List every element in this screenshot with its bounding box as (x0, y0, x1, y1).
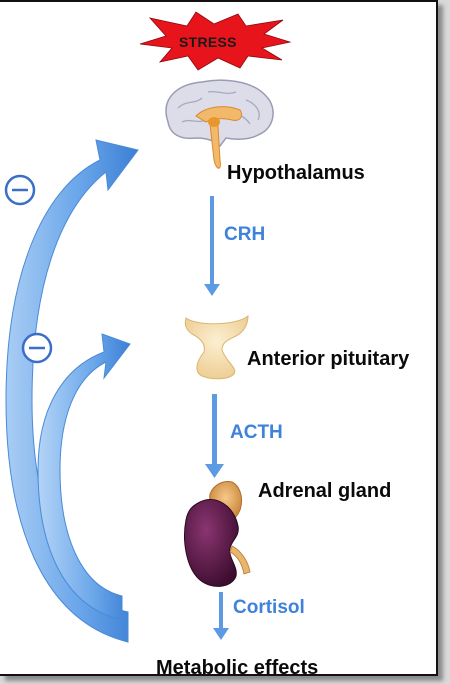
stress-label: STRESS (179, 34, 237, 50)
cortisol-label: Cortisol (233, 597, 305, 618)
crh-arrow (204, 196, 220, 296)
crh-label: CRH (224, 224, 266, 245)
feedback-arrow-to-pituitary (37, 333, 131, 621)
kidney-icon (184, 499, 251, 587)
acth-label: ACTH (230, 422, 283, 443)
acth-arrow (205, 394, 224, 478)
hypothalamus-label: Hypothalamus (227, 162, 365, 184)
negative-feedback-icon-upper (4, 174, 36, 206)
adrenal-gland-label: Adrenal gland (258, 480, 392, 502)
pituitary-gland-icon (184, 314, 249, 380)
cortisol-arrow (213, 592, 229, 640)
brain-icon (165, 79, 274, 169)
anterior-pituitary-label: Anterior pituitary (247, 348, 410, 370)
stress-burst-icon (139, 11, 292, 71)
negative-feedback-icon-lower (21, 332, 53, 364)
metabolic-effects-label: Metabolic effects (156, 657, 319, 679)
